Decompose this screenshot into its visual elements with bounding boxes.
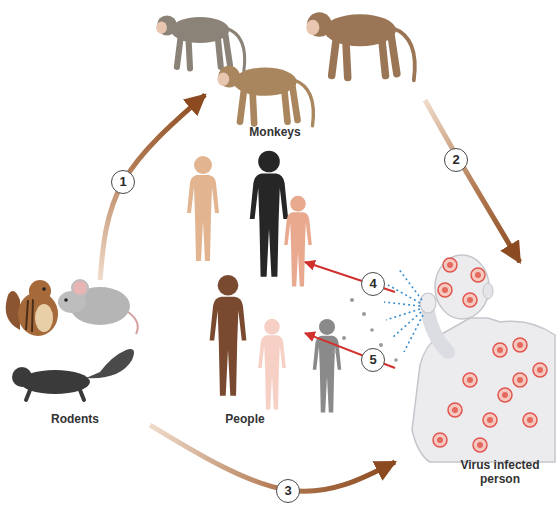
droplet-line xyxy=(392,312,421,338)
droplet xyxy=(332,350,336,354)
callout-number: 1 xyxy=(111,170,135,194)
mouse-ear xyxy=(72,280,88,296)
ear xyxy=(483,283,493,299)
mouse-eye xyxy=(64,298,68,302)
person-figure xyxy=(210,275,247,396)
lesion xyxy=(448,403,462,417)
droplet-line xyxy=(398,268,422,300)
lesion xyxy=(438,283,452,297)
chipmunk-head xyxy=(29,280,51,302)
illustration-group: Monkeys xyxy=(205,60,425,145)
person-figure xyxy=(250,151,288,277)
lesion xyxy=(471,268,485,282)
lesion xyxy=(523,413,537,427)
person-figure xyxy=(258,319,286,410)
droplet xyxy=(362,312,366,316)
lesion xyxy=(463,293,477,307)
monkey-figure xyxy=(156,15,245,70)
callout-number: 4 xyxy=(361,272,385,296)
hand xyxy=(420,293,436,313)
infected-person-illustration xyxy=(412,255,555,462)
callout-number: 5 xyxy=(361,348,385,372)
lesion xyxy=(483,413,497,427)
lesion xyxy=(443,258,457,272)
droplet xyxy=(379,343,383,347)
squirrel-tail xyxy=(86,349,134,378)
mouse-tail xyxy=(128,312,138,334)
monkey-figure xyxy=(218,66,314,126)
arm xyxy=(428,312,448,352)
person-figure xyxy=(187,156,219,261)
droplet-spray xyxy=(384,268,423,352)
droplet-line xyxy=(386,309,420,320)
illustration-group: Virus infected person xyxy=(395,262,555,495)
illustration-group: Rodents xyxy=(0,280,150,430)
droplet xyxy=(350,298,354,302)
squirrel-legs xyxy=(26,390,84,400)
person-figure xyxy=(284,196,312,287)
lesion xyxy=(473,438,487,452)
monkey-figure xyxy=(306,12,415,80)
droplet-line xyxy=(388,285,420,303)
illustration-group: People xyxy=(170,150,305,430)
head xyxy=(435,255,489,319)
droplet xyxy=(394,358,398,362)
droplet-line xyxy=(384,302,420,306)
droplet xyxy=(342,336,346,340)
node-label: Rodents xyxy=(35,412,115,426)
droplet xyxy=(370,328,374,332)
node-label: Monkeys xyxy=(235,125,315,139)
chipmunk-tail xyxy=(6,291,20,330)
chipmunk-belly xyxy=(35,304,53,332)
callout-number: 2 xyxy=(444,148,468,172)
transmission-arrow xyxy=(150,425,395,491)
rodents-illustration xyxy=(6,280,138,400)
transmission-arrow xyxy=(100,95,205,280)
node-label: Virus infected person xyxy=(450,458,550,486)
callout-number: 3 xyxy=(276,479,300,503)
node-label: People xyxy=(215,412,275,426)
transmission-arrow xyxy=(425,100,520,262)
chipmunk-eye xyxy=(42,287,46,291)
lesion xyxy=(533,363,547,377)
monkeys-illustration xyxy=(156,12,415,126)
people-illustration xyxy=(187,151,341,413)
lesion xyxy=(463,373,477,387)
lesion xyxy=(513,373,527,387)
lesion xyxy=(433,433,447,447)
squirrel-head xyxy=(12,367,32,387)
lesion xyxy=(513,338,527,352)
chipmunk-stripes xyxy=(26,298,33,332)
person-figure xyxy=(313,319,342,413)
droplet-line xyxy=(404,315,423,352)
lesion xyxy=(498,388,512,402)
lesion xyxy=(493,343,507,357)
